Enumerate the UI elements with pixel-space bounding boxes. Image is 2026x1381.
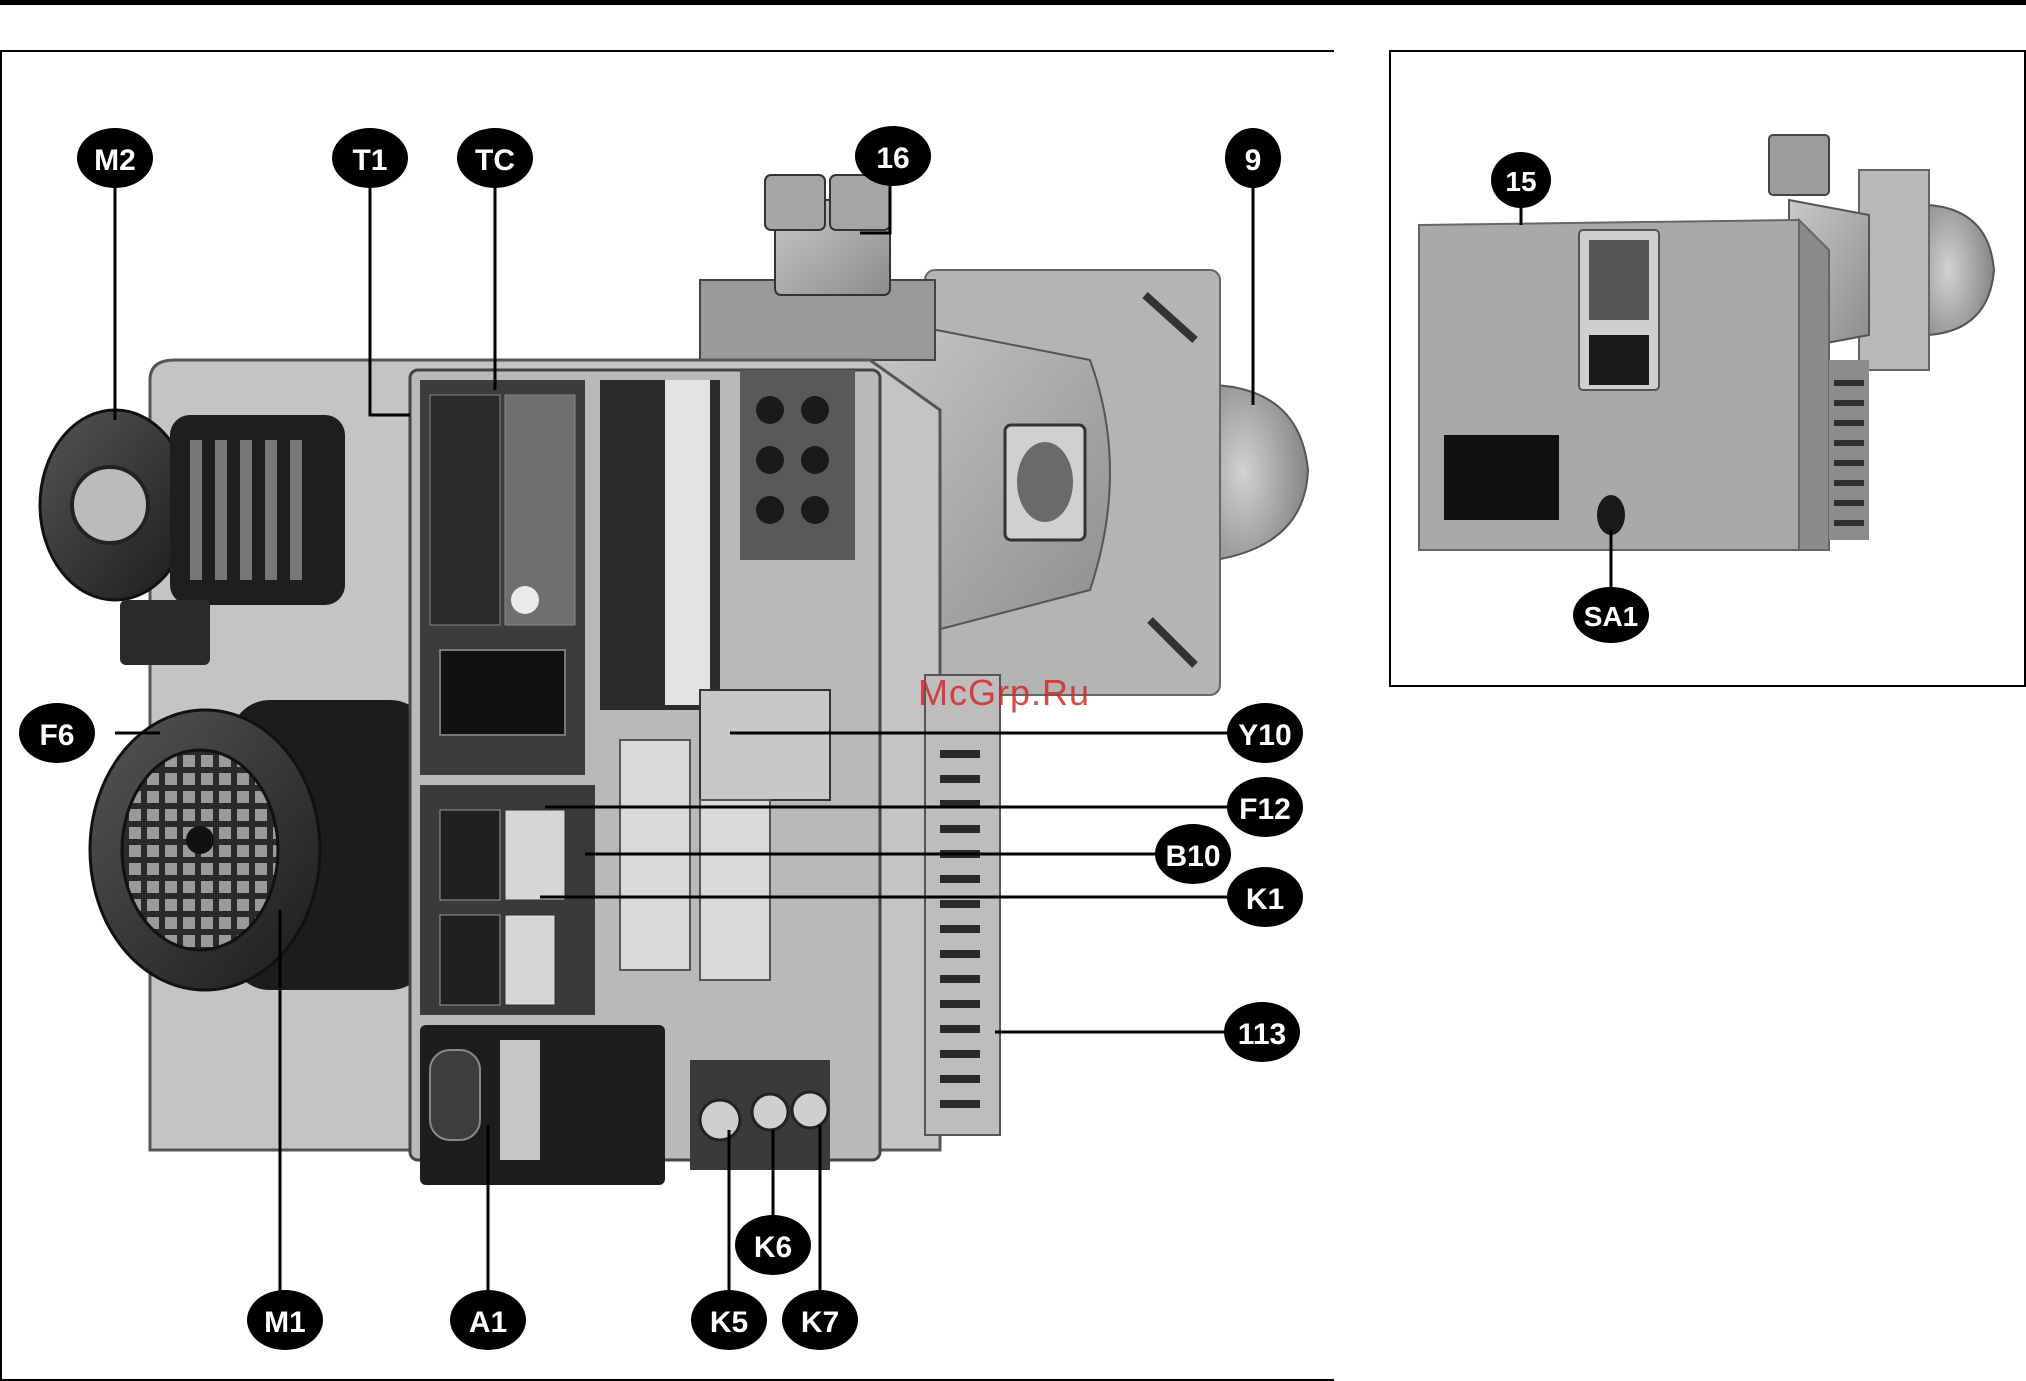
callout-113: 113 [1224,1002,1300,1062]
main-figure: M2 T1 TC 16 9 F6 Y10 F12 B10 K1 113 [0,50,1334,1381]
callout-m2-label: M2 [94,144,136,177]
relay-k6 [752,1094,788,1130]
callout-y10-label: Y10 [1238,719,1291,752]
callout-m2: M2 [77,128,153,188]
inset-window-lower [1589,335,1649,385]
control-box-tc [430,395,500,625]
inset-grille [1829,360,1869,540]
callout-f6: F6 [19,703,95,763]
callout-f12: F12 [1227,777,1303,837]
servo-connector [120,600,210,665]
callout-b10-label: B10 [1165,840,1220,873]
watermark: McGrp.Ru [918,672,1090,714]
callout-t1-label: T1 [352,144,387,177]
overload-relay [505,810,565,900]
callout-16-label: 16 [876,142,909,175]
callout-m1: M1 [247,1290,323,1350]
callout-t1: T1 [332,128,408,188]
callout-k7: K7 [782,1290,858,1350]
callout-a1-label: A1 [469,1306,507,1339]
a1-label-plate [500,1040,540,1160]
callout-k1-label: K1 [1246,883,1284,916]
callout-y10: Y10 [1227,703,1303,763]
inset-viewport [1444,435,1559,520]
blast-tube-cone [1215,385,1308,560]
callout-k5: K5 [691,1290,767,1350]
callout-k6-label: K6 [754,1231,792,1264]
a1-viewport [430,1050,480,1140]
callout-113-label: 113 [1238,1018,1286,1051]
callout-k7-label: K7 [801,1306,839,1339]
pressure-switch [700,800,770,980]
terminal-strip [665,380,710,705]
solenoid-coil [765,175,825,230]
inset-housing-side [1799,220,1829,550]
top-rule [0,0,2026,5]
servo-motor-knob [72,467,148,543]
relay-k7 [792,1092,828,1128]
actuator-y10 [700,690,830,800]
callout-k5-label: K5 [710,1306,748,1339]
fan-motor-hub [186,826,214,854]
callout-k6: K6 [735,1215,811,1275]
callout-16: 16 [855,126,931,186]
callout-f6-label: F6 [39,719,74,752]
callout-sa1-label: SA1 [1584,601,1638,632]
door-window [440,650,565,735]
callout-15-label: 15 [1505,166,1536,197]
inspection-window [1017,442,1073,522]
callout-15: 15 [1491,152,1551,208]
callout-f12-label: F12 [1239,793,1291,826]
callout-9: 9 [1225,128,1281,188]
inset-display [1589,240,1649,320]
inset-valves [1769,135,1829,195]
burner-illustration: M2 T1 TC 16 9 F6 Y10 F12 B10 K1 113 [0,50,1334,1381]
reset-knob [511,586,539,614]
contactor-f12 [440,810,500,900]
contactor-k1 [440,915,500,1005]
inset-switch-sa1 [1597,495,1625,535]
callout-tc-label: TC [475,144,515,177]
callout-tc: TC [457,128,533,188]
inset-figure: 15 SA1 [1389,50,2026,687]
callout-b10: B10 [1155,824,1231,884]
callout-9-label: 9 [1245,144,1262,177]
callout-sa1: SA1 [1573,587,1649,643]
callout-m1-label: M1 [264,1306,306,1339]
callout-a1: A1 [450,1290,526,1350]
callout-k1: K1 [1227,867,1303,927]
inset-illustration: 15 SA1 [1389,50,2026,687]
relay-k5 [700,1100,740,1140]
timer-relay [505,915,555,1005]
